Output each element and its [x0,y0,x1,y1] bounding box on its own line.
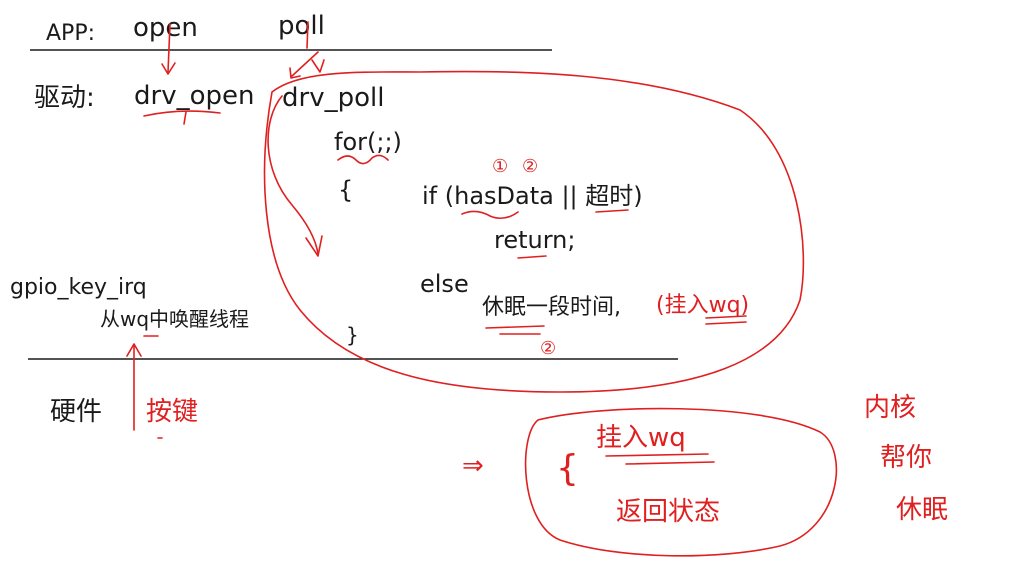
hang-wq-note: (挂入wq) [656,293,749,318]
app-poll-call: poll [278,11,325,41]
drv-open-label: drv_open [134,81,254,111]
button-label: 按键 [146,397,198,427]
result-hang-wq-underline-1 [605,453,709,457]
open-to-drv-open-arrow [161,23,176,75]
implies-arrow: ⇒ [462,451,484,481]
result-hang-wq: 挂入wq [596,423,686,453]
if-condition-line: if (hasData || 超时) [422,182,643,210]
open-brace: { [338,176,353,204]
app-label: APP: [46,21,95,46]
irq-description: 从wq中唤醒线程 [100,307,249,331]
marker-2-bottom: ② [540,338,556,359]
sleep-text: 休眠一段时间, [482,295,621,320]
else-line: else [420,270,469,298]
timeout-underline [595,209,629,213]
drv-open-underline [143,110,221,117]
hang-wq-underline-1 [705,315,747,319]
for-loop-underline [337,154,389,165]
app-open-call: open [133,13,198,43]
hang-wq-underline-2 [705,321,747,325]
sleep-underline-1 [485,325,545,329]
side-note-line1: 内核 [864,393,916,423]
for-loop-line: for(;;) [334,128,402,156]
drv-poll-loop-outline [263,70,805,393]
hasdata-underline [461,210,519,220]
result-return-status: 返回状态 [616,497,720,527]
side-note-line2: 帮你 [880,443,932,473]
drv-poll-label: drv_poll [282,83,384,113]
side-note-line3: 休眠 [896,495,948,525]
result-hang-wq-underline-2 [625,461,715,465]
marker-1: ① [492,156,508,177]
return-underline [517,255,547,259]
hardware-label: 硬件 [50,397,102,427]
loop-down-arrow [267,95,323,257]
close-brace: } [346,323,359,347]
marker-2-top: ② [522,156,538,177]
irq-function: gpio_key_irq [10,275,147,300]
driver-label: 驱动: [34,83,95,113]
return-line: return; [494,226,575,254]
result-bubble-outline [524,407,838,557]
poll-to-drv-poll-arrow [289,21,325,79]
button-to-irq-arrow [126,343,142,431]
result-brace: { [556,448,579,489]
